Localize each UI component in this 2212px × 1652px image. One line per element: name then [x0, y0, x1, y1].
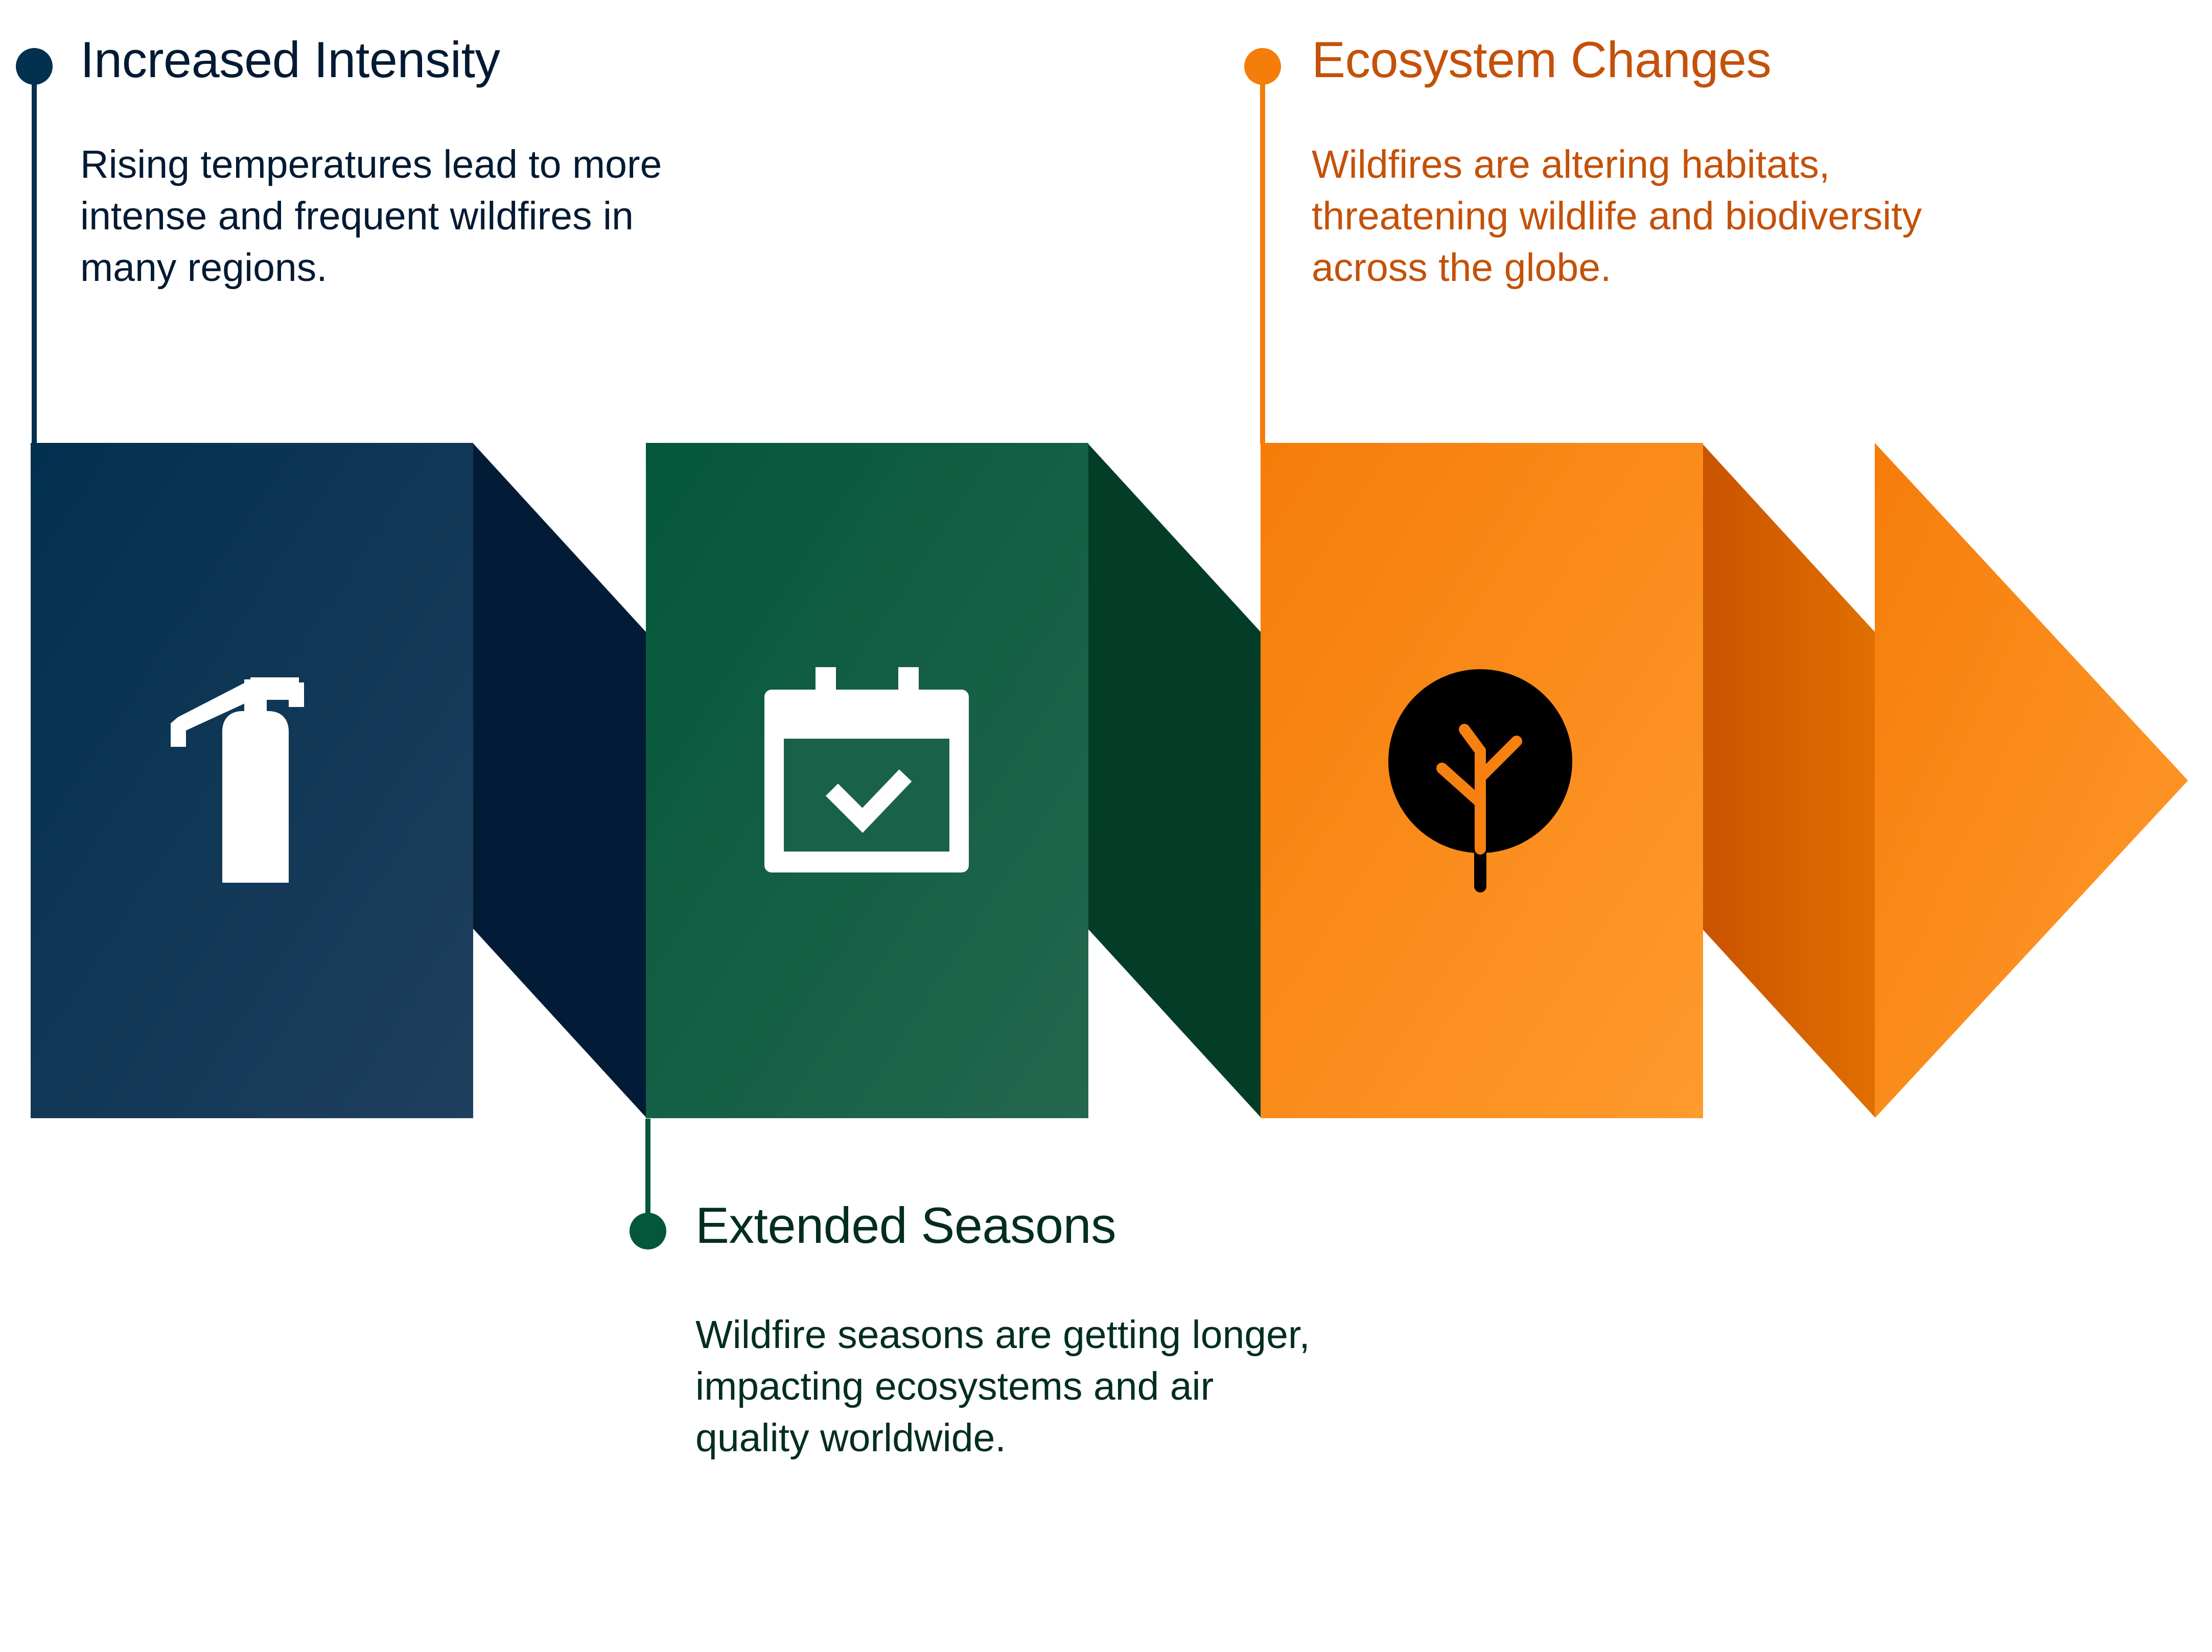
tree-icon: [1388, 669, 1572, 892]
step-heading-ecosystem-changes: Ecosystem Changes: [1312, 31, 1772, 88]
step-heading-extended-seasons: Extended Seasons: [695, 1197, 1116, 1254]
marker-dot-3: [1244, 48, 1281, 85]
fold-shadow-1: [473, 443, 646, 1117]
step-description-extended-seasons: Wildfire seasons are getting longer, imp…: [695, 1313, 1310, 1460]
fold-shadow-3: [1702, 443, 1875, 1117]
marker-dot-1: [16, 48, 53, 85]
arrow-head: [1875, 443, 2188, 1118]
connector-3: [1244, 48, 1281, 444]
step-description-ecosystem-changes: Wildfires are altering habitats, threate…: [1312, 143, 1922, 290]
connector-2: [630, 1119, 666, 1249]
fold-shadow-2: [1087, 443, 1261, 1117]
calendar-check-icon: [764, 667, 969, 872]
step-heading-increased-intensity: Increased Intensity: [80, 31, 500, 88]
marker-dot-2: [630, 1213, 666, 1249]
fire-extinguisher-icon: [171, 677, 304, 883]
connector-1: [16, 48, 53, 444]
step-description-increased-intensity: Rising temperatures lead to more intense…: [80, 143, 662, 290]
